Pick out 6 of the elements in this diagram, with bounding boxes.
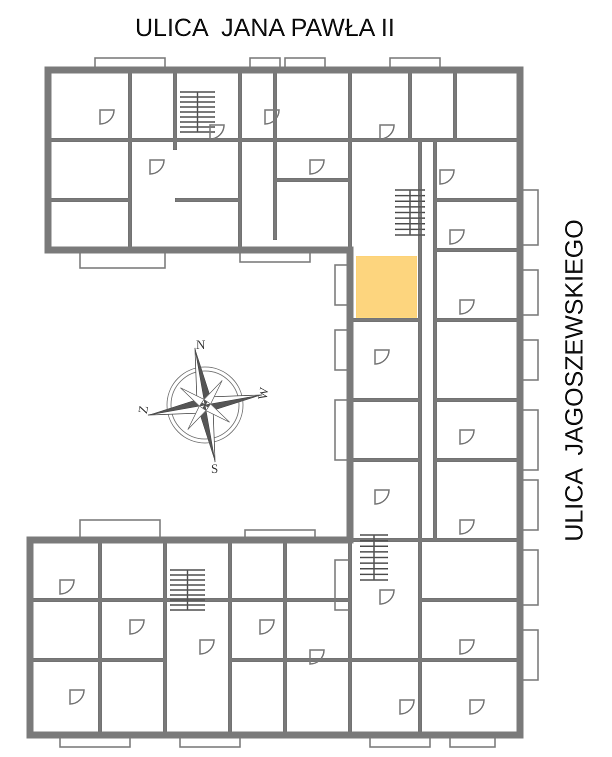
- street-name: ULICA JAGOSZEWSKIEGO: [562, 218, 588, 542]
- compass-letter: S: [211, 462, 218, 475]
- compass-letter: Z: [136, 404, 150, 414]
- compass-letter: W: [256, 386, 271, 400]
- compass-letter: N: [196, 338, 206, 351]
- street-name: ULICA JANA PAWŁA II: [135, 16, 395, 41]
